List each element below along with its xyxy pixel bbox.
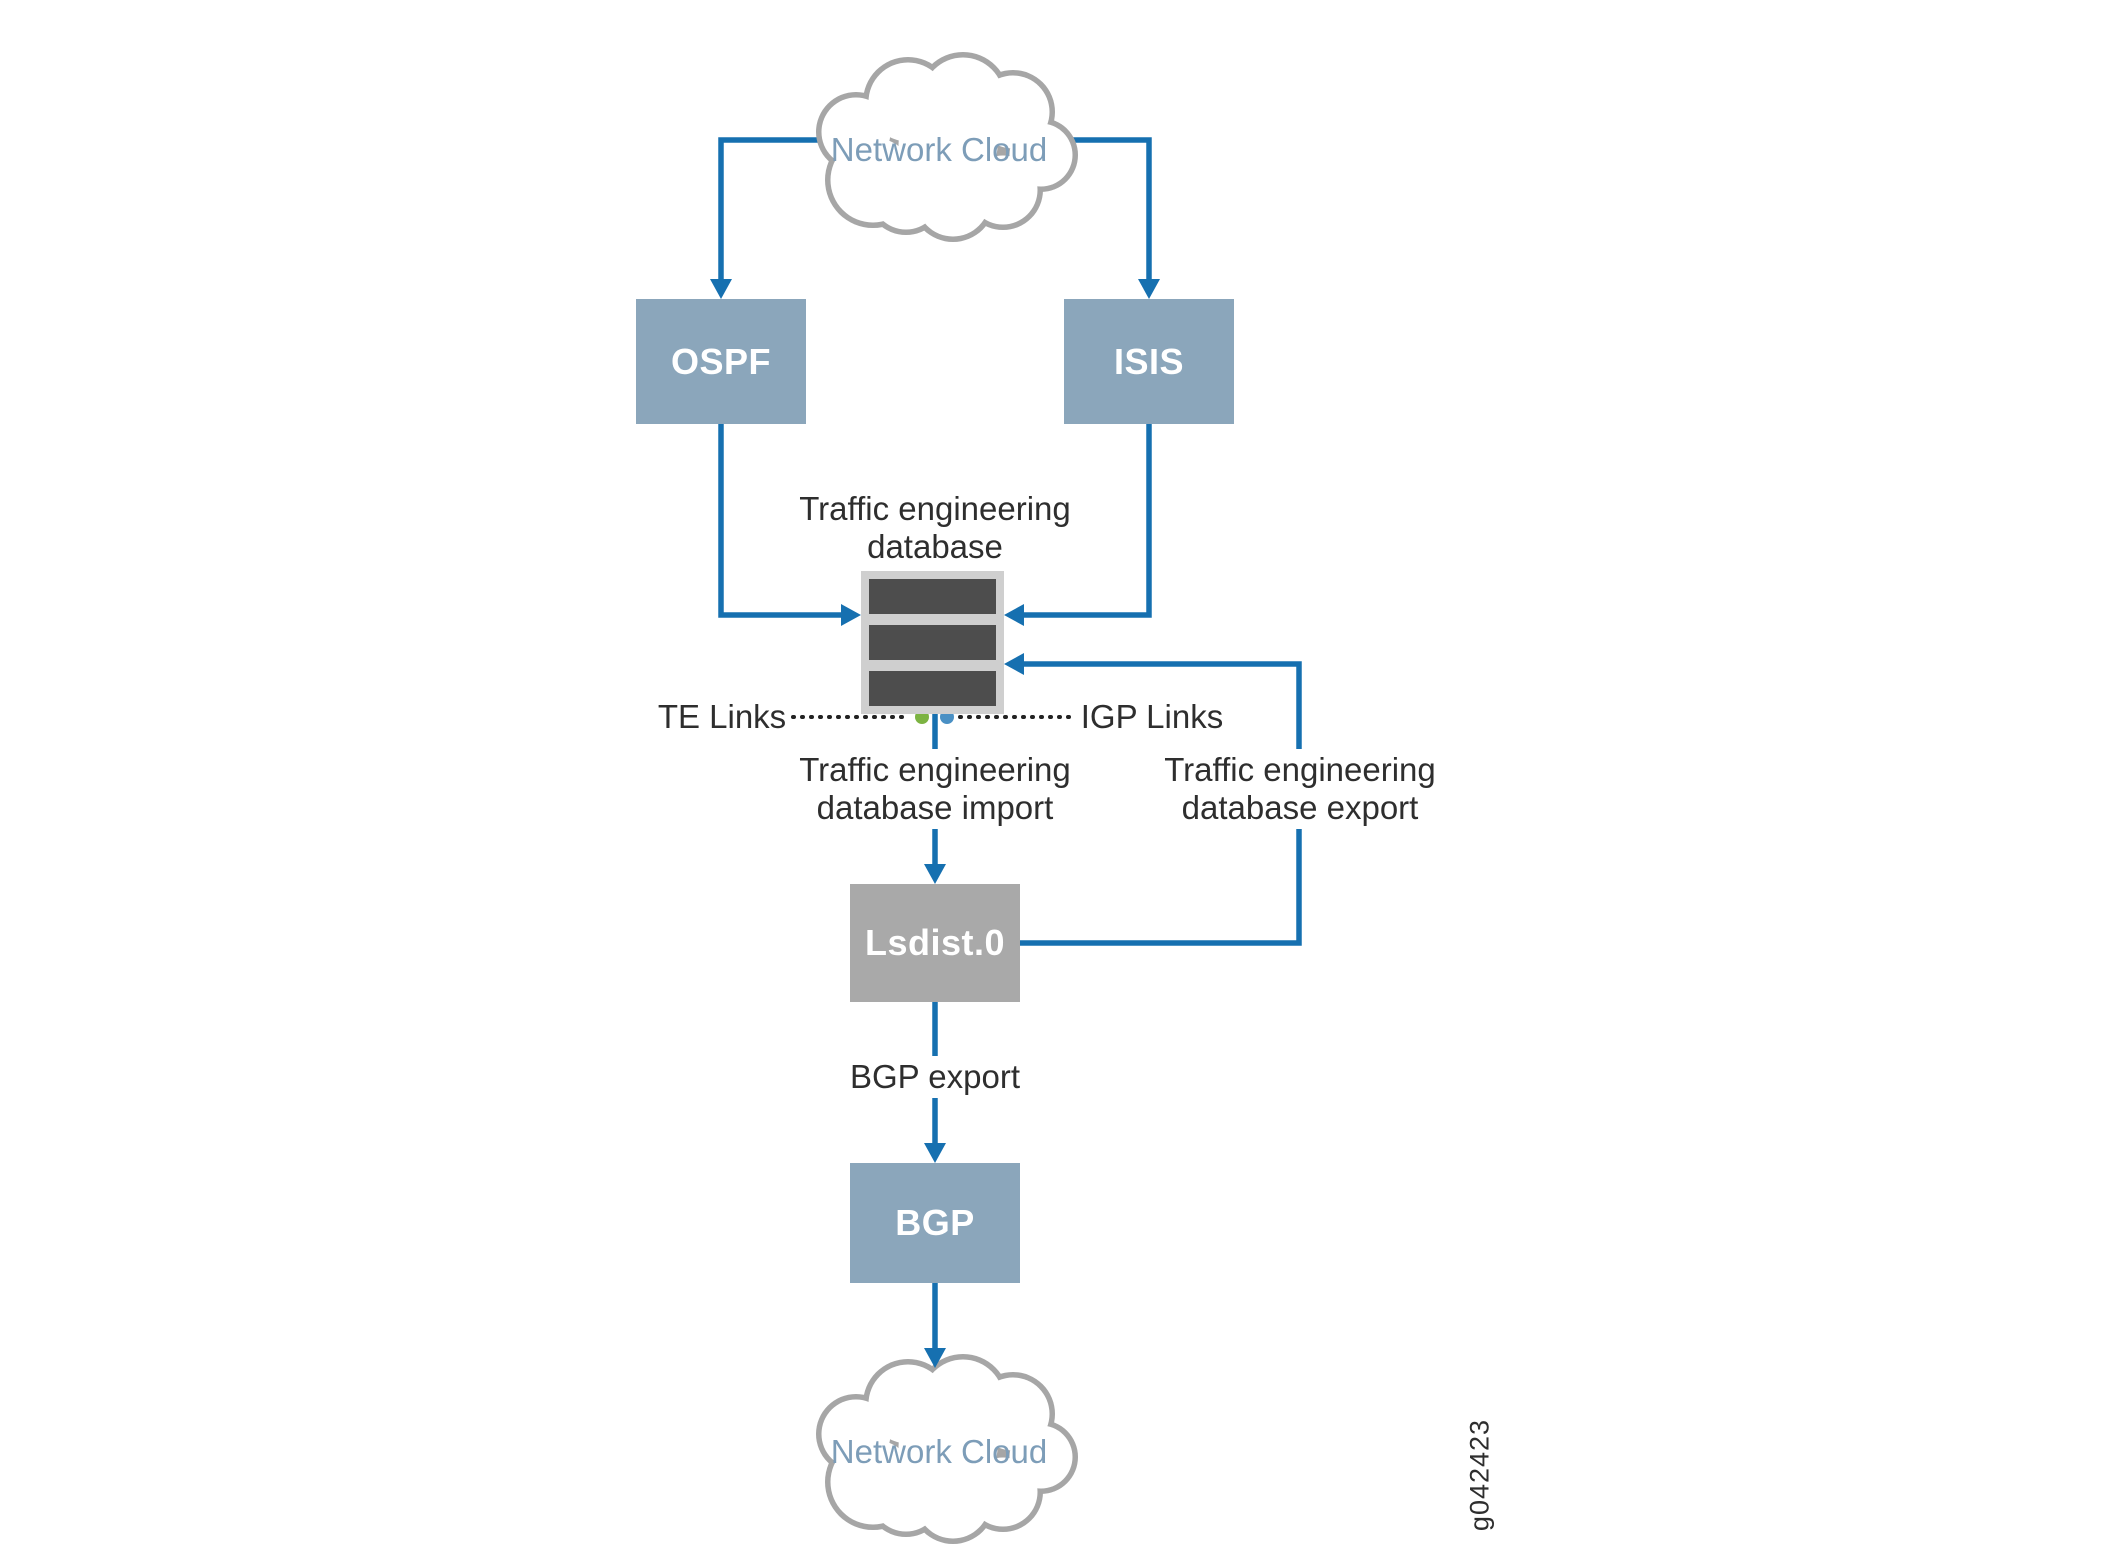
ospf-node: OSPF [636, 299, 806, 424]
ted-import-line1: Traffic engineering [799, 751, 1071, 788]
arrowhead-icon [1004, 653, 1024, 675]
figure-id: g042423 [1464, 1418, 1495, 1532]
ted-export-label: Traffic engineering database export [1156, 749, 1444, 829]
edge-isis-to-ted [1022, 424, 1152, 618]
igp-links-label: IGP Links [1080, 698, 1224, 735]
db-bar [869, 625, 996, 660]
bottom-cloud-label: Network Cloud [830, 1433, 1048, 1470]
isis-label: ISIS [1113, 340, 1185, 382]
ted-title-line2: database [867, 528, 1003, 565]
top-cloud-label: Network Cloud [830, 131, 1048, 168]
arrowhead-icon [1004, 604, 1024, 626]
db-bar [869, 579, 996, 614]
ted-import-line2: database import [816, 789, 1054, 826]
ted-export-line2: database export [1181, 789, 1419, 826]
lsdist-node: Lsdist.0 [850, 884, 1020, 1002]
arrowhead-icon [924, 864, 946, 884]
isis-node: ISIS [1064, 299, 1234, 424]
arrowhead-icon [841, 604, 861, 626]
arrowhead-icon [924, 1348, 946, 1368]
arrowhead-icon [1138, 279, 1160, 299]
lsdist-label: Lsdist.0 [864, 922, 1006, 963]
ted-import-label: Traffic engineering database import [791, 749, 1079, 829]
ted-title: Traffic engineering database [799, 490, 1071, 566]
bgp-label: BGP [895, 1202, 975, 1243]
te-links-label: TE Links [657, 698, 787, 735]
ted-database-icon [861, 571, 1004, 714]
arrowhead-icon [710, 279, 732, 299]
ted-export-line1: Traffic engineering [1164, 751, 1436, 788]
edge-ospf-to-ted [718, 424, 843, 618]
arrowhead-icon [924, 1143, 946, 1163]
ospf-label: OSPF [670, 340, 771, 382]
bgp-node: BGP [850, 1163, 1020, 1283]
db-bar [869, 671, 996, 706]
ted-title-line1: Traffic engineering [799, 490, 1071, 527]
bgp-export-label: BGP export [842, 1056, 1028, 1098]
